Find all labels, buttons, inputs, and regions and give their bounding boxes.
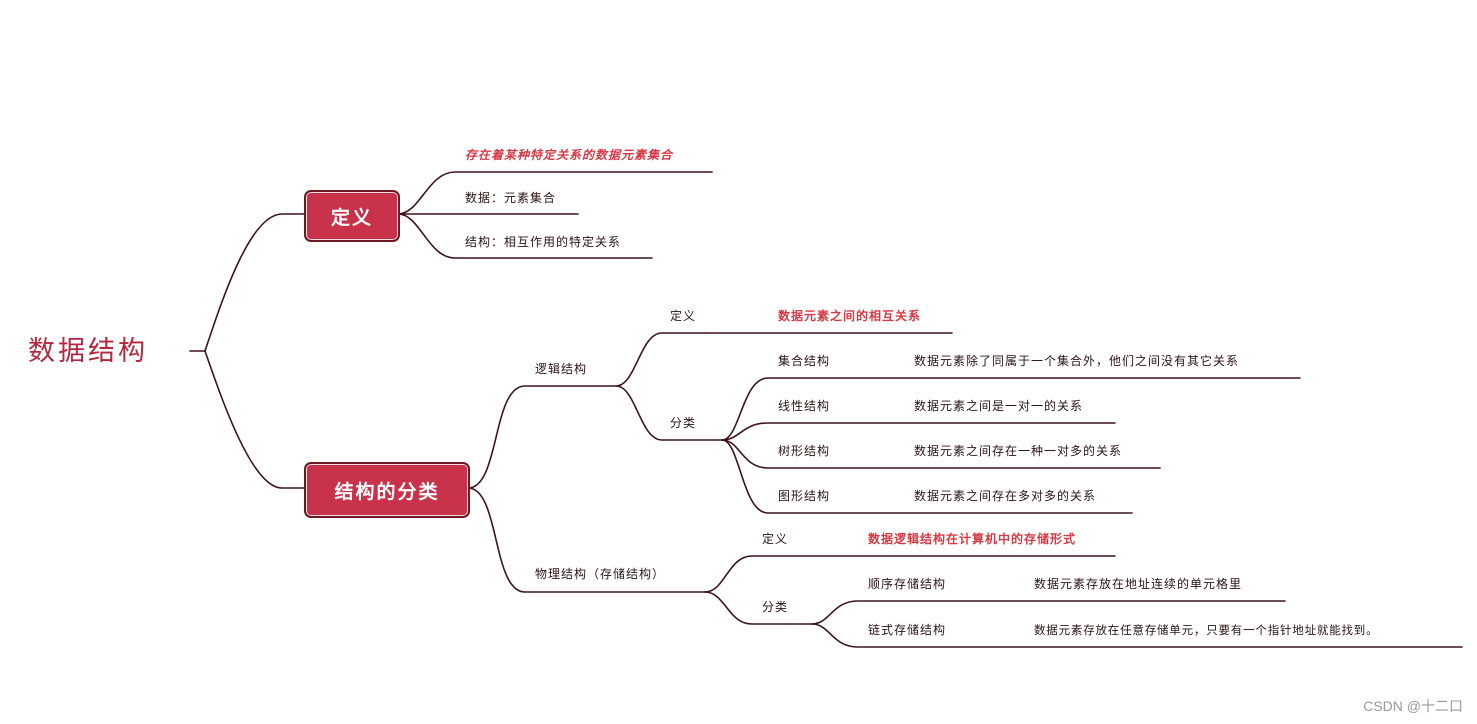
branch-phycat-t2 <box>811 623 1463 648</box>
branch-class-physical <box>467 487 706 593</box>
physical-type-name-1[interactable]: 顺序存储结构 <box>868 577 947 591</box>
branch-logcat-t3 <box>721 439 1161 469</box>
definition-item-2[interactable]: 数据：元素集合 <box>465 191 557 205</box>
branch-def-item3 <box>397 213 653 259</box>
definition-node-label: 定义 <box>330 206 373 229</box>
classification-node-label: 结构的分类 <box>334 480 440 503</box>
branch-logical-def <box>615 332 706 387</box>
physical-type-desc-2[interactable]: 数据元素存放在任意存储单元，只要有一个指针地址就能找到。 <box>1034 623 1379 637</box>
physical-type-desc-1[interactable]: 数据元素存放在地址连续的单元格里 <box>1034 577 1243 591</box>
definition-item-1[interactable]: 存在着某种特定关系的数据元素集合 <box>465 148 674 162</box>
logical-cat-label[interactable]: 分类 <box>670 416 697 430</box>
branch-logical-cat <box>615 385 723 441</box>
watermark: CSDN @十二口 <box>1363 698 1463 714</box>
logical-type-desc-1[interactable]: 数据元素除了同属于一个集合外，他们之间没有其它关系 <box>914 354 1240 368</box>
branch-root-classification <box>204 350 305 489</box>
branch-logcat-t4 <box>721 439 1133 514</box>
logical-type-name-4[interactable]: 图形结构 <box>778 489 831 503</box>
logical-type-desc-2[interactable]: 数据元素之间是一对一的关系 <box>914 399 1084 413</box>
physical-structure-node[interactable]: 物理结构（存储结构） <box>535 567 666 581</box>
logical-type-name-1[interactable]: 集合结构 <box>778 354 831 368</box>
logical-type-name-3[interactable]: 树形结构 <box>778 444 831 458</box>
branch-physical-cat <box>704 591 813 625</box>
physical-cat-label[interactable]: 分类 <box>762 600 789 614</box>
branch-class-logical <box>467 385 617 489</box>
root-topic[interactable]: 数据结构 <box>28 336 148 367</box>
logical-def-label[interactable]: 定义 <box>670 309 697 323</box>
logical-structure-node[interactable]: 逻辑结构 <box>535 362 588 376</box>
physical-def-label[interactable]: 定义 <box>762 532 789 546</box>
logical-type-desc-4[interactable]: 数据元素之间存在多对多的关系 <box>914 489 1097 503</box>
logical-type-name-2[interactable]: 线性结构 <box>778 399 831 413</box>
classification-node[interactable]: 结构的分类 <box>304 462 470 518</box>
branch-physical-def <box>704 555 1116 593</box>
branch-logcat-t2 <box>721 422 1116 441</box>
definition-item-3[interactable]: 结构：相互作用的特定关系 <box>465 235 622 249</box>
physical-def-text[interactable]: 数据逻辑结构在计算机中的存储形式 <box>868 532 1077 546</box>
branch-phycat-t1 <box>811 600 1286 625</box>
logical-type-desc-3[interactable]: 数据元素之间存在一种一对多的关系 <box>914 444 1123 458</box>
branch-logcat-t1 <box>721 377 1301 441</box>
definition-node[interactable]: 定义 <box>304 190 400 242</box>
branch-def-item1 <box>397 171 713 215</box>
branch-root-definition <box>204 213 305 352</box>
logical-def-text[interactable]: 数据元素之间的相互关系 <box>778 309 922 323</box>
physical-type-name-2[interactable]: 链式存储结构 <box>868 623 947 637</box>
